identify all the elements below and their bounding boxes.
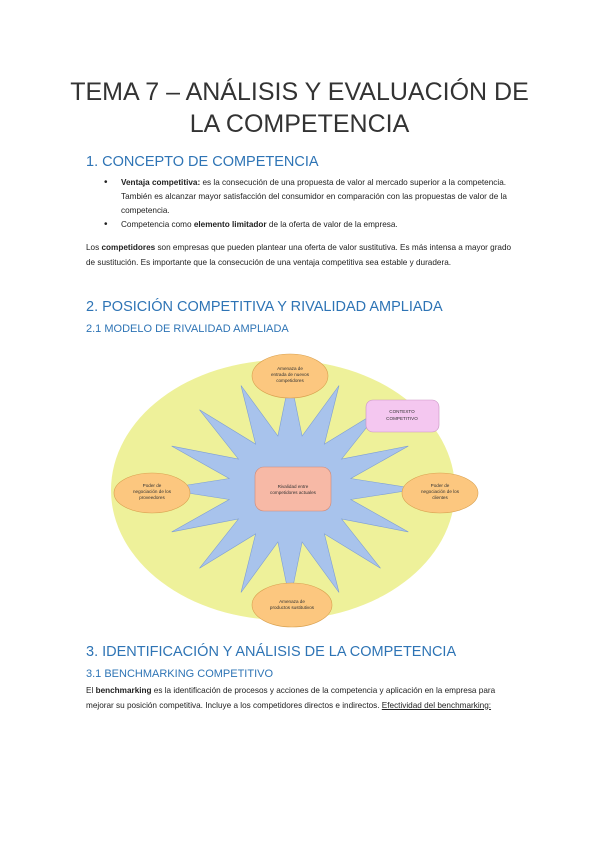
node-top-line-3: competidores bbox=[276, 378, 304, 383]
section-2-heading: 2. POSICIÓN COMPETITIVA Y RIVALIDAD AMPL… bbox=[86, 299, 443, 315]
page-title: TEMA 7 – ANÁLISIS Y EVALUACIÓN DE LA COM… bbox=[40, 76, 559, 140]
bullet-term: elemento limitador bbox=[193, 220, 267, 229]
bullet-term: Ventaja competitiva: bbox=[121, 178, 201, 187]
para-post: es la identificación de procesos y accio… bbox=[86, 686, 496, 710]
center-line-2: competidores actuales bbox=[270, 490, 317, 495]
section-1-heading: 1. CONCEPTO DE COMPETENCIA bbox=[86, 154, 319, 170]
title-line-1: TEMA 7 – ANÁLISIS Y EVALUACIÓN DE bbox=[70, 78, 529, 106]
context-line-2: COMPETITIVO bbox=[386, 416, 418, 421]
node-right-line-3: clientes bbox=[432, 495, 448, 500]
node-right-line-1: Poder de bbox=[431, 483, 450, 488]
center-line-1: Rivalidad entre bbox=[278, 484, 309, 489]
context-line-1: CONTEXTO bbox=[389, 409, 415, 414]
paragraph-competidores: Los competidores son empresas que pueden… bbox=[86, 241, 516, 270]
node-top-line-2: entrada de nuevos bbox=[271, 372, 310, 377]
bullet-text: es la consecución de una propuesta de va… bbox=[121, 178, 507, 215]
section-2-1-heading: 2.1 MODELO DE RIVALIDAD AMPLIADA bbox=[86, 323, 289, 335]
node-bottom-line-1: Amenaza de bbox=[279, 599, 305, 604]
node-left-line-2: negociación de los bbox=[133, 489, 172, 494]
section-3-heading: 3. IDENTIFICACIÓN Y ANÁLISIS DE LA COMPE… bbox=[86, 644, 457, 660]
paragraph-benchmarking: El benchmarking es la identificación de … bbox=[86, 684, 516, 713]
para-post: son empresas que pueden plantear una ofe… bbox=[86, 243, 512, 267]
bullet-ventaja-competitiva: Ventaja competitiva: es la consecución d… bbox=[104, 176, 524, 218]
node-right bbox=[401, 472, 479, 514]
benchmarking-effectiveness-label: Efectividad del benchmarking: bbox=[381, 700, 492, 710]
node-left bbox=[113, 472, 191, 514]
para-pre: Los bbox=[86, 243, 102, 252]
node-left-line-1: Poder de bbox=[143, 483, 162, 488]
title-line-2: LA COMPETENCIA bbox=[189, 110, 410, 138]
section-3-1-heading: 3.1 BENCHMARKING COMPETITIVO bbox=[86, 668, 274, 680]
bullet-post: de la oferta de valor de la empresa. bbox=[266, 220, 398, 229]
para-term: competidores bbox=[101, 243, 156, 252]
para-term: benchmarking bbox=[95, 686, 152, 695]
center-box bbox=[254, 466, 332, 512]
section-1-bullets: Ventaja competitiva: es la consecución d… bbox=[104, 176, 524, 232]
node-top bbox=[251, 353, 329, 399]
node-bottom-line-2: productos sustitutivos bbox=[270, 605, 315, 610]
node-right-line-2: negociación de los bbox=[421, 489, 460, 494]
node-top-line-1: Amenaza de bbox=[277, 366, 303, 371]
node-left-line-3: proveedores bbox=[139, 495, 165, 500]
node-bottom bbox=[251, 582, 333, 628]
para-pre: El bbox=[86, 686, 96, 695]
context-box bbox=[365, 399, 440, 433]
bullet-pre: Competencia como bbox=[121, 220, 194, 229]
bullet-elemento-limitador: Competencia como elemento limitador de l… bbox=[104, 218, 524, 232]
